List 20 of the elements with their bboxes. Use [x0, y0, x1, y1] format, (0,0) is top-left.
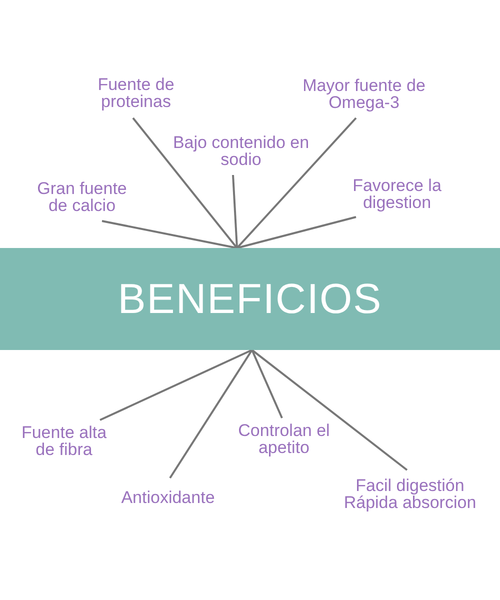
connector-line — [236, 216, 356, 249]
benefit-label: Antioxidante — [121, 490, 215, 506]
connector-line — [132, 117, 238, 249]
benefit-label: Controlan el apetito — [237, 423, 331, 457]
connector-line — [169, 349, 253, 479]
benefit-label: Mayor fuente de Omega-3 — [302, 78, 426, 112]
connector-line — [102, 220, 238, 249]
benefit-label: Fuente de proteinas — [96, 77, 176, 111]
connector-line — [251, 349, 408, 471]
benefit-label: Gran fuente de calcio — [36, 181, 128, 215]
connector-line — [232, 174, 238, 248]
band-title: BENEFICIOS — [118, 276, 382, 322]
connector-line — [251, 350, 283, 418]
connector-line — [236, 117, 357, 249]
benefit-label: Favorece la digestion — [352, 178, 442, 212]
benefit-label: Bajo contenido en sodio — [172, 134, 310, 168]
title-band — [0, 248, 500, 350]
connector-line — [100, 349, 252, 421]
benefit-label: Facil digestión Rápida absorcion — [342, 478, 478, 512]
benefit-label: Fuente alta de fibra — [20, 425, 108, 459]
